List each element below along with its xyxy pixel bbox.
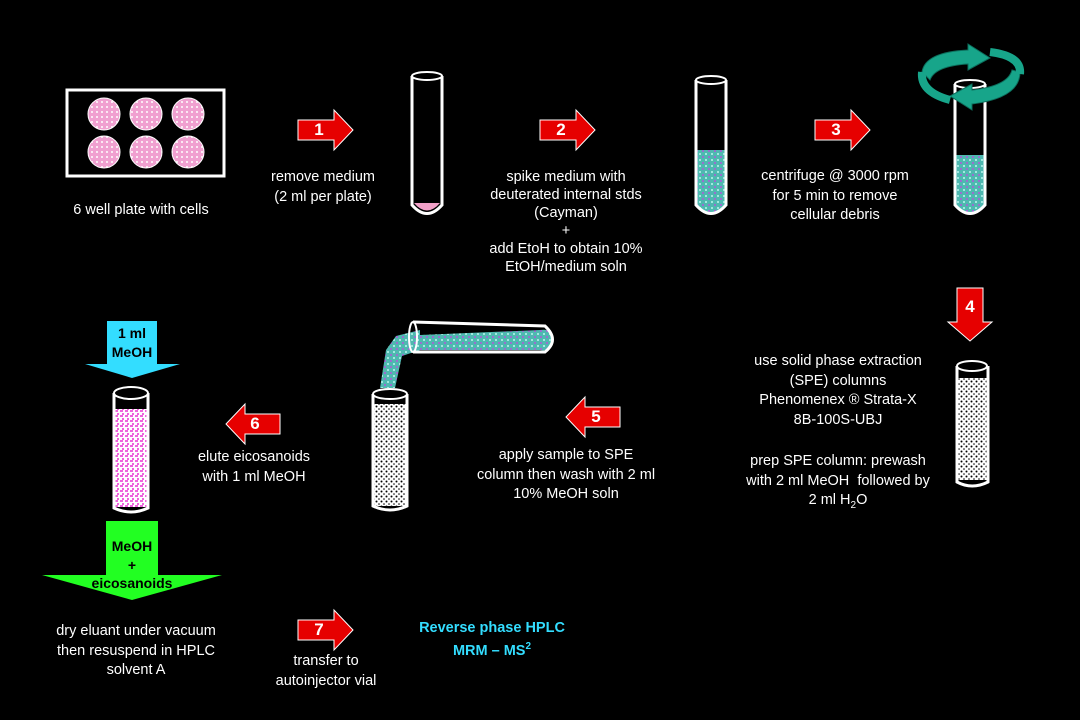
step-3-arrow	[814, 108, 871, 152]
eluate-arrow-label-top: MeOH +	[111, 538, 153, 573]
plate-label: 6 well plate with cells	[73, 202, 209, 218]
water-suffix: O	[856, 492, 868, 508]
water-subscript: 2	[850, 499, 857, 511]
elution-column	[112, 386, 150, 514]
step-4-arrow	[946, 287, 994, 342]
step-2-text: spike medium with deuterated internal st…	[489, 169, 643, 275]
hplc-method-text: MRM – MS	[452, 642, 526, 659]
meoh-arrow-label: 1 ml MeOH	[111, 325, 153, 360]
spe-column	[955, 360, 990, 488]
empty-tube	[410, 71, 444, 215]
six-well-plate	[65, 88, 226, 178]
pouring-tube	[380, 320, 554, 388]
dry-eluant-text: dry eluant under vacuum then resuspend i…	[56, 623, 216, 678]
step-1-number: 1	[314, 120, 324, 139]
step-5-text: apply sample to SPE column then wash wit…	[476, 447, 656, 502]
hplc-title: Reverse phase HPLC	[419, 620, 565, 636]
spe-column-loading	[371, 388, 409, 512]
step-7-number: 7	[314, 620, 324, 639]
meoh-input-arrow	[85, 321, 180, 378]
water-prefix: 2 ml H	[808, 492, 851, 508]
step-5-arrow	[565, 395, 621, 439]
step-6-arrow	[225, 402, 281, 446]
step-5-number: 5	[591, 407, 601, 426]
step-3-number: 3	[831, 120, 841, 139]
step-1-arrow	[297, 108, 354, 152]
step-2-arrow	[539, 108, 596, 152]
step-4-text-water: 2 ml H2O	[809, 491, 868, 515]
rotation-arrows-icon	[917, 43, 1025, 111]
step-4-number: 4	[965, 297, 975, 316]
step-6-text: elute eicosanoids with 1 ml MeOH	[197, 449, 311, 485]
step-4-text-prep: prep SPE column: prewash with 2 ml MeOH …	[746, 453, 930, 489]
hplc-method-superscript: 2	[525, 641, 532, 652]
step-6-number: 6	[250, 414, 260, 433]
step-1-text: remove medium (2 ml per plate)	[271, 169, 375, 205]
eluate-output-arrow	[42, 521, 222, 600]
eluate-arrow-label-bottom: eicosanoids	[91, 575, 173, 591]
spiked-tube	[694, 75, 728, 215]
step-4-text-spe: use solid phase extraction (SPE) columns…	[754, 353, 922, 428]
hplc-method: MRM – MS2	[453, 637, 531, 661]
centrifuge-tube	[953, 79, 987, 215]
step-7-text: transfer to autoinjector vial	[275, 653, 377, 689]
step-3-text: centrifuge @ 3000 rpm for 5 min to remov…	[761, 168, 909, 223]
step-2-number: 2	[556, 120, 566, 139]
step-7-arrow	[297, 608, 354, 652]
